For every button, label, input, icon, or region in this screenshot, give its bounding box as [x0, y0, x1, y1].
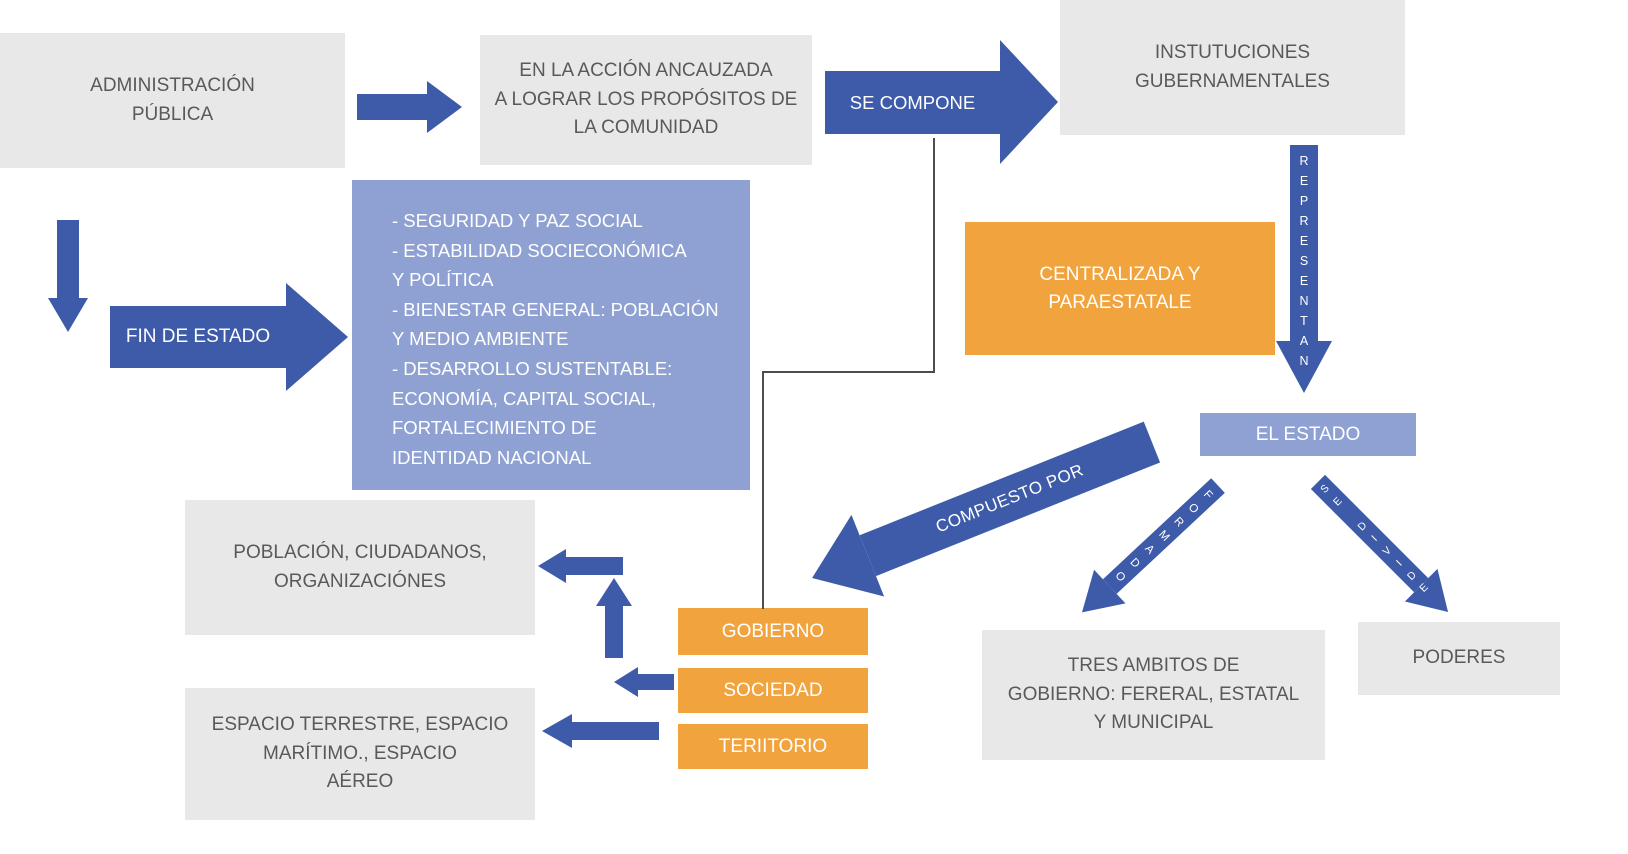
- arrow-se-divide: S E D I V I D E: [1302, 466, 1465, 629]
- arrow-se-divide-label: S E D I V I D E: [1318, 482, 1431, 595]
- arrow-body: [638, 674, 674, 690]
- connector-line-vertical-1: [933, 138, 935, 373]
- arrow-head: [614, 667, 638, 697]
- box-espacio-terrestre: ESPACIO TERRESTRE, ESPACIO MARÍTIMO., ES…: [185, 688, 535, 820]
- arrow-representan-label: R E P R E S E N T A N: [1299, 154, 1309, 368]
- box-poblacion-ciudadanos: POBLACIÓN, CIUDADANOS, ORGANIZACIÓNES: [185, 500, 535, 635]
- box-instituciones-gubernamentales: INSTUTUCIONES GUBERNAMENTALES: [1060, 0, 1405, 135]
- arrow-head: [48, 298, 88, 332]
- arrow-head: [427, 81, 462, 133]
- box-gobierno: GOBIERNO: [678, 608, 868, 655]
- box-sociedad: SOCIEDAD: [678, 668, 868, 713]
- arrow-fin-de-estado-label: FIN DE ESTADO: [125, 326, 271, 347]
- arrow-body: [57, 220, 79, 298]
- box-centralizada-paraestatal: CENTRALIZADA Y PARAESTATALE: [965, 222, 1275, 355]
- arrow-body: [110, 306, 286, 368]
- box-territorio: TERIITORIO: [678, 724, 868, 769]
- arrow-body: [605, 606, 623, 658]
- arrow-down-from-administracion: [48, 220, 88, 332]
- arrow-se-compone: SE COMPONE: [825, 40, 1058, 165]
- connector-line-vertical-2: [762, 371, 764, 609]
- arrow-head: [1000, 40, 1058, 164]
- arrow-body: [825, 71, 1000, 134]
- connector-line-horizontal: [762, 371, 935, 373]
- arrow-head: [538, 549, 566, 583]
- box-poderes: PODERES: [1358, 622, 1560, 695]
- box-fines-del-estado-list: - SEGURIDAD Y PAZ SOCIAL - ESTABILIDAD S…: [352, 180, 750, 490]
- arrow-head: [286, 283, 348, 391]
- arrow-to-poblacion: [538, 549, 623, 583]
- arrow-head: [542, 714, 572, 748]
- arrow-representan: R E P R E S E N T A N: [1276, 145, 1332, 393]
- box-accion-encauzada: EN LA ACCIÓN ANCAUZADA A LOGRAR LOS PROP…: [480, 35, 812, 165]
- arrow-left-from-sociedad: [614, 667, 674, 697]
- arrow-fin-de-estado: FIN DE ESTADO: [110, 283, 348, 391]
- arrow-administracion-to-accion: [357, 81, 462, 133]
- box-tres-ambitos-gobierno: TRES AMBITOS DE GOBIERNO: FERERAL, ESTAT…: [982, 630, 1325, 760]
- arrow-body: [566, 557, 623, 575]
- box-el-estado: EL ESTADO: [1200, 413, 1416, 456]
- arrow-se-compone-label: SE COMPONE: [849, 91, 976, 113]
- arrow-body: [572, 722, 659, 740]
- arrow-to-espacio: [542, 714, 659, 748]
- arrow-head: [1276, 341, 1332, 393]
- arrow-head: [596, 578, 632, 606]
- box-administracion-publica: ADMINISTRACIÓN PÚBLICA: [0, 33, 345, 168]
- arrow-body: [1290, 145, 1318, 341]
- arrow-up-from-gobierno: [596, 578, 632, 658]
- arrow-body: [357, 94, 427, 120]
